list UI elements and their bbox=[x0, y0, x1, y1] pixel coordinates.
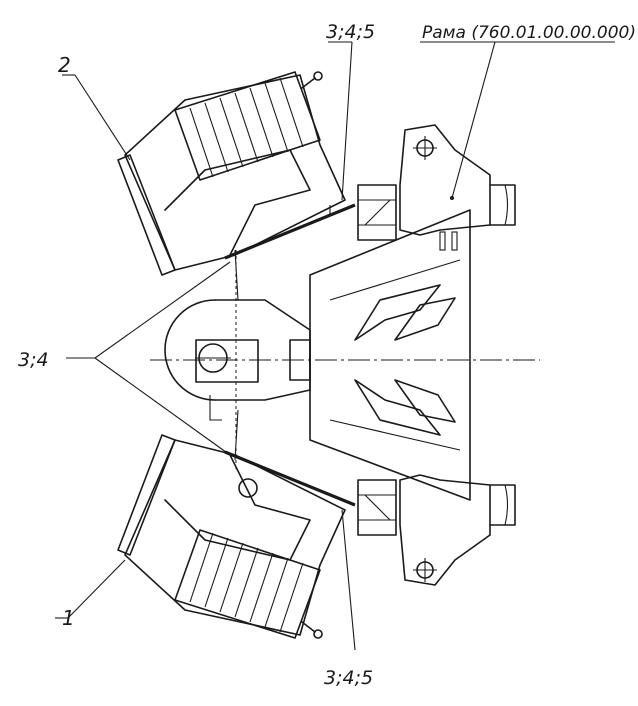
lower-spacer-diag bbox=[364, 494, 391, 521]
frame-chevron-lower-2 bbox=[394, 379, 456, 423]
part-number-2: 2 bbox=[58, 53, 71, 77]
lower-platform-outline bbox=[124, 439, 346, 636]
lower-cage-frame bbox=[174, 529, 321, 639]
lower-pivot-circle bbox=[238, 478, 258, 498]
lower-spacer-body bbox=[357, 479, 397, 536]
lower-base-rail bbox=[224, 450, 356, 507]
upper-tab-1 bbox=[439, 231, 446, 251]
upper-base-rail bbox=[224, 203, 356, 260]
upper-spacer-body bbox=[357, 184, 397, 241]
lower-platform-part-1 bbox=[117, 409, 356, 639]
upper-tube bbox=[489, 184, 516, 226]
leader-3-4-lower bbox=[94, 357, 231, 456]
upper-tab-2 bbox=[451, 231, 458, 251]
pivot-block bbox=[195, 339, 259, 383]
frame-assembly bbox=[309, 124, 516, 586]
lower-inner-frame bbox=[164, 454, 311, 561]
leader-2 bbox=[74, 74, 131, 161]
lower-cage-bars bbox=[189, 532, 304, 633]
frame-body bbox=[309, 209, 471, 501]
lower-spacer-block bbox=[357, 479, 397, 536]
leader-top bbox=[341, 41, 353, 201]
frame-chevron-upper bbox=[354, 284, 441, 341]
item-label-top: 3;4;5 bbox=[326, 21, 375, 43]
upper-cage-frame bbox=[174, 71, 321, 181]
leader-lines bbox=[55, 41, 615, 651]
pivot-clamp bbox=[289, 339, 311, 381]
lower-tube bbox=[489, 484, 516, 526]
upper-platform-part-2 bbox=[117, 71, 356, 301]
lower-tube-break bbox=[504, 484, 509, 526]
upper-knob-icon bbox=[313, 71, 323, 81]
frame-edge-lines bbox=[329, 259, 461, 451]
upper-rods bbox=[234, 205, 331, 301]
leader-frame bbox=[451, 41, 496, 199]
lower-knob-stem bbox=[301, 621, 316, 633]
item-label-bottom: 3;4;5 bbox=[324, 667, 373, 689]
lower-rods bbox=[234, 409, 239, 461]
frame-chevron-upper-2 bbox=[394, 297, 456, 341]
frame-label: Рама (760.01.00.00.000) bbox=[422, 23, 636, 43]
upper-knob-stem bbox=[301, 77, 316, 89]
lower-knob-icon bbox=[313, 629, 323, 639]
pivot-housing-arc bbox=[164, 299, 216, 401]
frame-lower-bracket bbox=[399, 474, 491, 586]
leader-bottom bbox=[341, 509, 356, 651]
pivot-lower-lug bbox=[209, 395, 222, 421]
upper-spacer-block bbox=[357, 184, 397, 241]
central-pivot-assembly bbox=[164, 250, 311, 470]
upper-tube-break bbox=[504, 184, 509, 226]
part-number-1: 1 bbox=[62, 606, 75, 630]
upper-spacer-diag bbox=[364, 199, 391, 226]
lower-handle bbox=[117, 434, 176, 556]
leader-3-4-upper bbox=[94, 261, 231, 359]
frame-chevron-lower bbox=[354, 379, 441, 436]
upper-cage-bars bbox=[189, 77, 304, 178]
frame-upper-bracket bbox=[399, 124, 491, 236]
leader-1 bbox=[67, 559, 126, 619]
pivot-housing bbox=[214, 299, 311, 401]
upper-platform-outline bbox=[124, 74, 346, 271]
upper-handle bbox=[117, 154, 176, 276]
item-label-left: 3;4 bbox=[18, 349, 49, 371]
upper-inner-frame bbox=[164, 149, 311, 256]
